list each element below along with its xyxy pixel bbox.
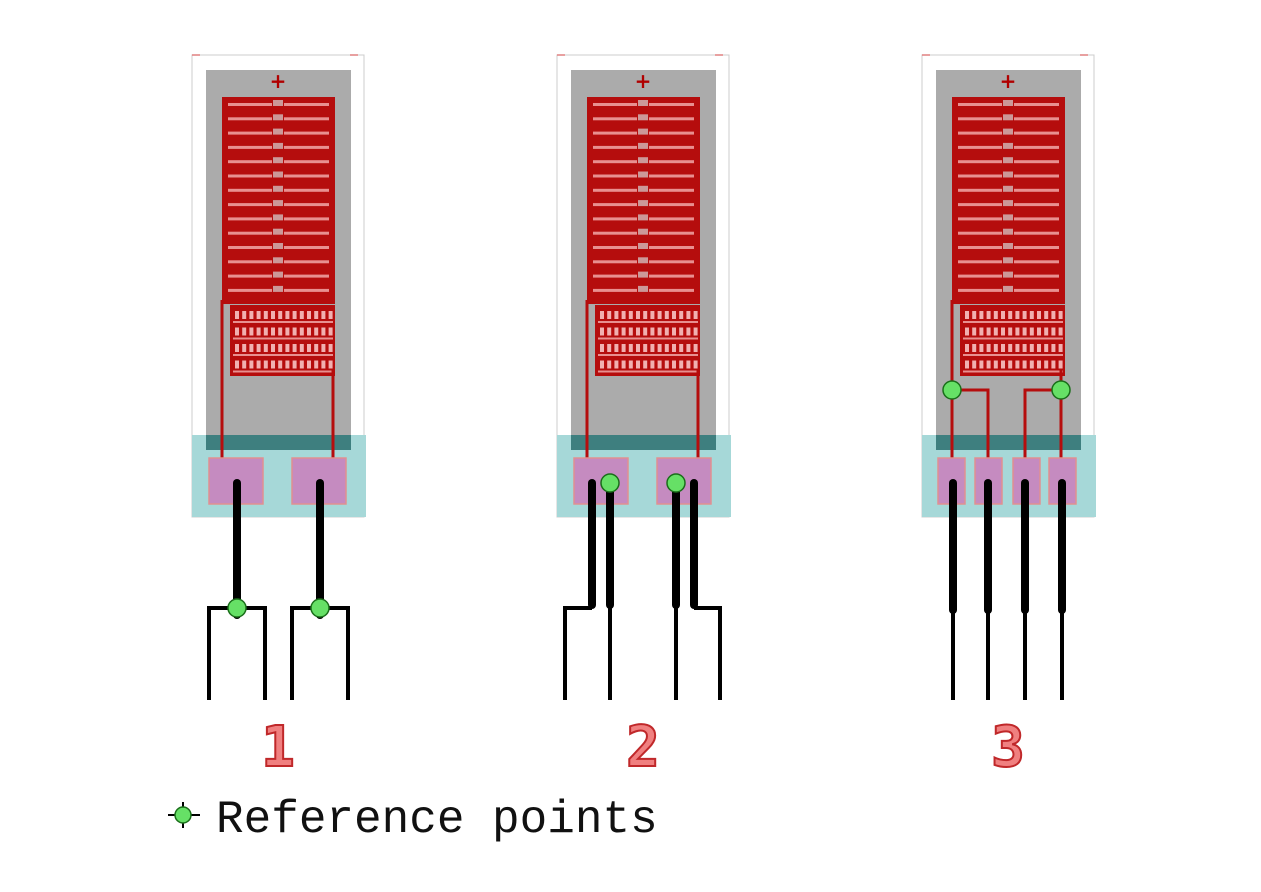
- end-tab-grid: [595, 305, 700, 376]
- overlap-band: [206, 435, 351, 450]
- lead-wire: [563, 606, 592, 700]
- serpentine-grid: [222, 97, 335, 304]
- gauge-number: 2: [626, 715, 660, 780]
- overlap-band: [936, 435, 1081, 450]
- reference-point-icon: [666, 473, 686, 493]
- legend-label: Reference points: [216, 794, 658, 846]
- lead-wire: [207, 606, 267, 700]
- plus-marker: +: [1000, 69, 1017, 93]
- reference-point-icon: [227, 598, 247, 618]
- plus-marker: +: [635, 69, 652, 93]
- reference-point-icon: [1051, 380, 1071, 400]
- reference-point-icon: [600, 473, 620, 493]
- lead-wire: [290, 606, 350, 700]
- serpentine-grid: [587, 97, 700, 304]
- serpentine-grid: [952, 97, 1065, 304]
- plus-marker: +: [270, 69, 287, 93]
- gauge-number: 3: [991, 715, 1025, 780]
- reference-point-icon: [310, 598, 330, 618]
- strain-gauge-3: +3: [921, 54, 1096, 781]
- reference-point-icon: [942, 380, 962, 400]
- overlap-band: [571, 435, 716, 450]
- reference-point-icon: [168, 802, 200, 828]
- strain-gauge-1: +1: [191, 54, 366, 781]
- lead-wire: [694, 606, 722, 700]
- end-tab-grid: [230, 305, 335, 376]
- strain-gauge-2: +2: [556, 54, 731, 781]
- end-tab-grid: [960, 305, 1065, 376]
- gauge-number: 1: [261, 715, 295, 780]
- legend: Reference points: [168, 794, 658, 846]
